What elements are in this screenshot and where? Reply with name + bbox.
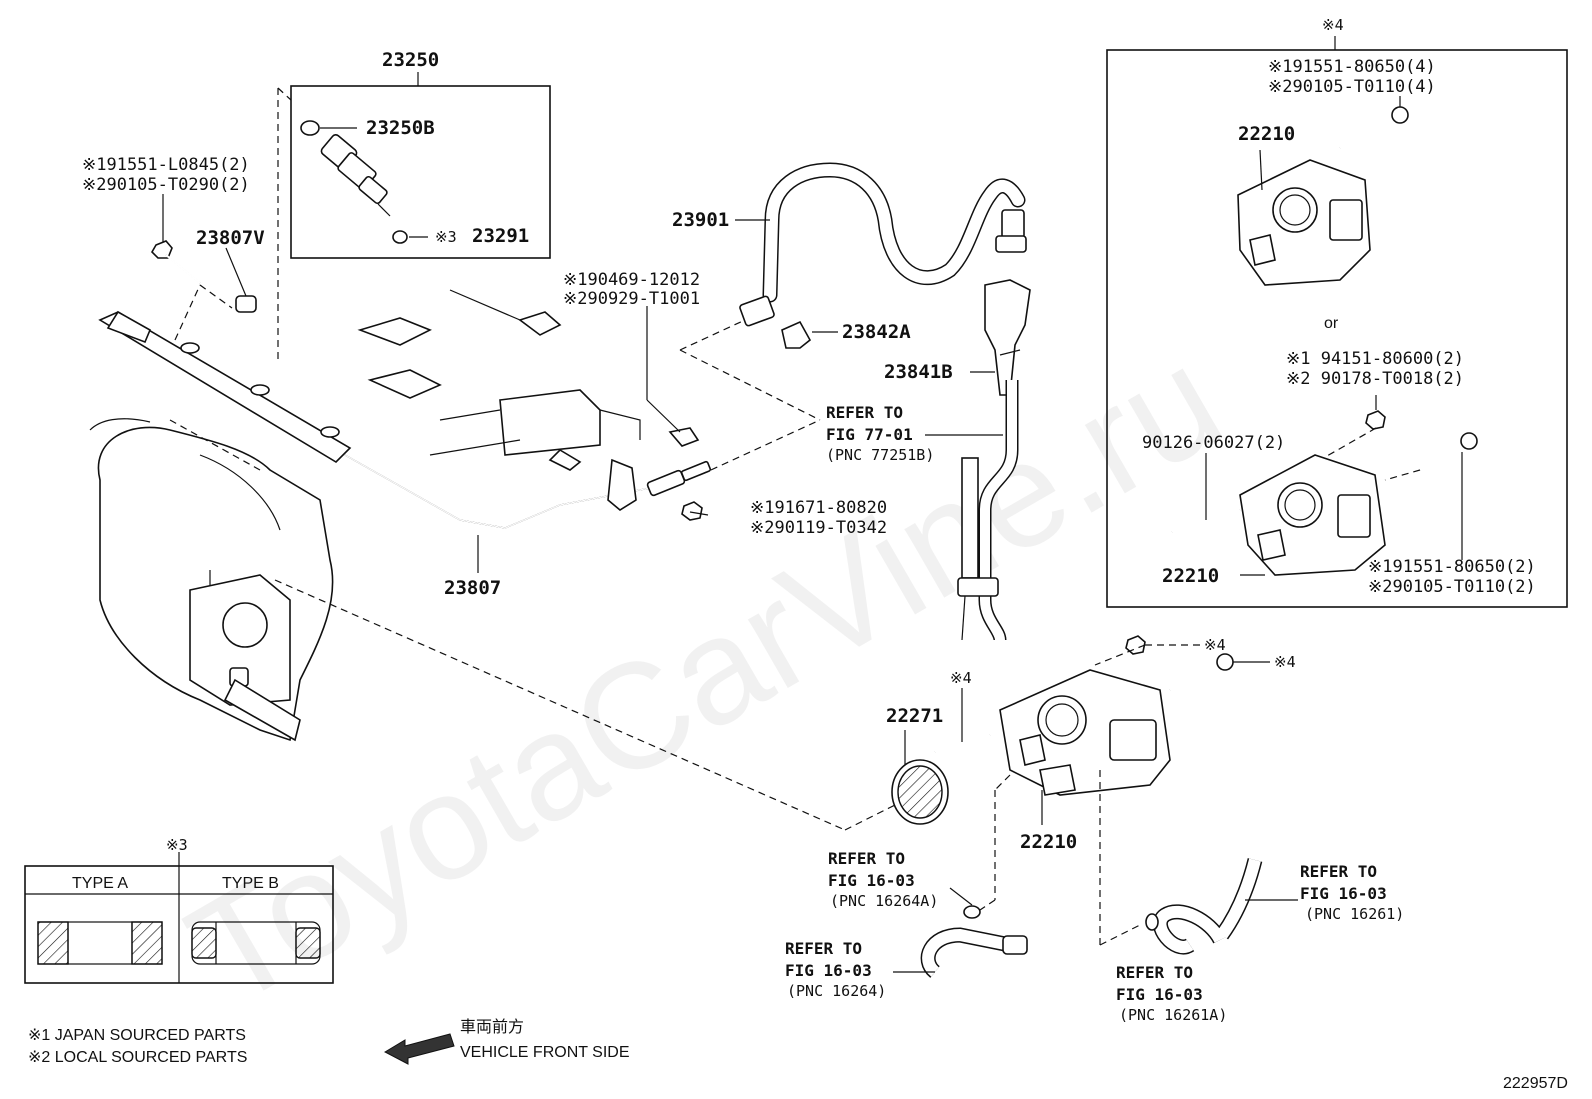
spacer-23807v [235, 295, 257, 313]
inset-mark: ※4 [1322, 16, 1344, 34]
refer-16261a-1: REFER TO [1116, 963, 1193, 982]
label-mark4-bolt: ※4 [1274, 653, 1296, 671]
bolt-rail-mount [151, 240, 201, 284]
label-23842a: 23842A [842, 321, 911, 343]
inset-mid-2: ※2 90178-T0018(2) [1286, 369, 1464, 389]
inset-stud: 90126-06027(2) [1142, 433, 1285, 453]
inset-bot-1: ※191551-80650(2) [1368, 557, 1536, 577]
engine-intake-manifold [89, 418, 334, 742]
label-22210-main: 22210 [1020, 831, 1077, 853]
stud-throttle [934, 733, 991, 754]
label-23901: 23901 [672, 209, 729, 231]
inset-top-1: ※191551-80650(4) [1268, 57, 1436, 77]
inset-throttle-bottom [1239, 454, 1386, 576]
label-23250: 23250 [382, 49, 439, 71]
refer-16261a-3: (PNC 16261A) [1119, 1006, 1227, 1024]
type-b-seal [191, 921, 321, 965]
throttle-body-main [999, 669, 1171, 796]
clip-23842a [781, 320, 812, 349]
inset-bottom-part: 22210 [1162, 565, 1219, 587]
type-table [24, 852, 334, 984]
water-hose-16264 [920, 905, 1028, 978]
bolt-91671 [681, 501, 709, 521]
hose-clamp-90469 [668, 427, 700, 447]
refer-16264a-2: FIG 16-03 [828, 871, 915, 890]
vehicle-front-arrow-icon [383, 1033, 455, 1065]
inset-mid-1: ※1 94151-80600(2) [1286, 349, 1464, 369]
type-table-mark: ※3 [166, 836, 188, 854]
label-23807v: 23807V [196, 227, 265, 249]
label-bolt-mid-2: ※290119-T0342 [750, 518, 887, 538]
injector-group [290, 85, 551, 259]
inset-bolt-bottom [1419, 432, 1478, 472]
refer-16261-3: (PNC 16261) [1305, 905, 1404, 923]
inset-throttle-top [1237, 159, 1371, 286]
inset-top-2: ※290105-T0110(4) [1268, 77, 1436, 97]
refer-16261a-2: FIG 16-03 [1116, 985, 1203, 1004]
vacuum-hose [957, 380, 1019, 642]
inset-or: or [1324, 315, 1339, 332]
type-a-header: TYPE A [72, 875, 128, 892]
label-bolt-left-1: ※191551-L0845(2) [82, 155, 250, 175]
refer-16264-2: FIG 16-03 [785, 961, 872, 980]
label-mark4-stud: ※4 [950, 669, 972, 687]
injector-box [290, 85, 551, 259]
label-bolt-left-2: ※290105-T0290(2) [82, 175, 250, 195]
label-23250b: 23250B [366, 117, 435, 139]
label-bolt-mid-1: ※191671-80820 [750, 498, 887, 518]
label-mark4-nut: ※4 [1204, 636, 1226, 654]
note-1: ※1 JAPAN SOURCED PARTS [28, 1027, 246, 1044]
bracket-23841b [984, 279, 1031, 396]
refer-77-line3: (PNC 77251B) [826, 446, 934, 464]
direction-jp: 車両前方 [460, 1018, 524, 1036]
refer-77-line1: REFER TO [826, 403, 903, 422]
fuel-rail-23807 [98, 310, 712, 529]
label-22271: 22271 [886, 705, 943, 727]
injector-23250 [320, 134, 391, 217]
type-b-header: TYPE B [222, 875, 279, 892]
inset-bolt-top [1339, 106, 1409, 150]
diagram-code: 222957D [1503, 1075, 1568, 1092]
inset-box-throttle-variants [1106, 36, 1568, 608]
refer-16264a-3: (PNC 16264A) [830, 892, 938, 910]
label-23841b: 23841B [884, 361, 953, 383]
nut-throttle [1125, 635, 1146, 655]
refer-16264a-1: REFER TO [828, 849, 905, 868]
label-23291-mark: ※3 [435, 228, 457, 246]
refer-16261-1: REFER TO [1300, 862, 1377, 881]
bolt-throttle [1169, 653, 1234, 692]
inset-nut [1365, 410, 1386, 430]
refer-77-line2: FIG 77-01 [826, 425, 913, 444]
gasket-22271 [891, 759, 949, 825]
fuel-hose-23901 [739, 162, 1027, 327]
label-clamp-1: ※190469-12012 [563, 270, 700, 290]
inset-stud [1171, 508, 1241, 534]
cylinder-head-section [357, 289, 641, 511]
label-23291: 23291 [472, 225, 529, 247]
inset-top-part: 22210 [1238, 123, 1295, 145]
refer-16264-3: (PNC 16264) [787, 982, 886, 1000]
seal-23291 [392, 230, 408, 244]
refer-16261-2: FIG 16-03 [1300, 884, 1387, 903]
type-a-seal [37, 921, 163, 965]
label-clamp-2: ※290929-T1001 [563, 289, 700, 309]
inset-bot-2: ※290105-T0110(2) [1368, 577, 1536, 597]
label-23807: 23807 [444, 577, 501, 599]
note-2: ※2 LOCAL SOURCED PARTS [28, 1049, 247, 1066]
refer-16264-1: REFER TO [785, 939, 862, 958]
o-ring-23250b [300, 120, 320, 136]
water-hose-16261 [1145, 858, 1263, 955]
direction-en: VEHICLE FRONT SIDE [460, 1044, 630, 1061]
